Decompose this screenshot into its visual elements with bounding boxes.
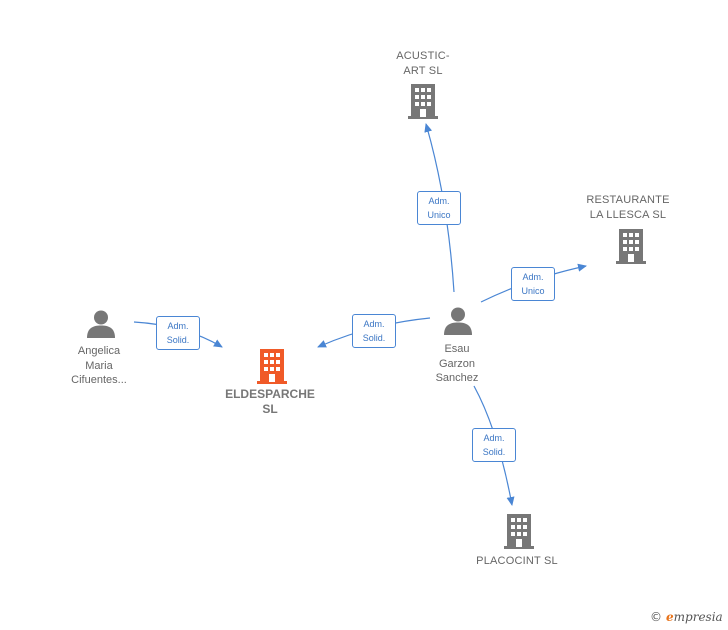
node-eldesparche-label[interactable]: ELDESPARCHE SL [225,387,315,416]
edge-label-line: Solid. [166,335,190,345]
edge-label-line: Adm. [167,321,189,331]
brand-initial: e [666,610,674,624]
edge-label-angelica-eldesparche[interactable]: Adm. Solid. [156,316,200,350]
copyright-icon: © [650,610,662,624]
empresia-logo: © empresia [650,610,723,624]
edge-label-line: Solid. [362,333,386,343]
edge-label-line: Adm. [483,433,505,443]
building-icon[interactable] [503,514,535,550]
edge-label-line: Unico [427,210,451,220]
edge-label-line: Adm. [428,196,450,206]
building-icon[interactable] [615,229,647,265]
person-icon[interactable] [86,309,116,339]
node-placocint-label[interactable]: PLACOCINT SL [476,555,558,567]
node-restaurante-label[interactable]: RESTAURANTE LA LLESCA SL [586,194,670,221]
building-icon[interactable] [407,84,439,120]
node-esau-label[interactable]: Esau Garzon Sanchez [435,343,479,384]
edge-label-line: Solid. [482,447,506,457]
edge-label-esau-restaurante[interactable]: Adm. Unico [511,267,555,301]
edge-label-line: Unico [521,286,545,296]
person-icon[interactable] [443,306,473,336]
building-icon[interactable] [256,349,288,385]
brand-name: mpresia [673,610,723,624]
edge-label-esau-acustic[interactable]: Adm. Unico [417,191,461,225]
edge-label-esau-eldesparche[interactable]: Adm. Solid. [352,314,396,348]
edge-label-line: Adm. [522,272,544,282]
node-acustic-label[interactable]: ACUSTIC- ART SL [396,50,450,77]
node-angelica-label[interactable]: Angelica Maria Cifuentes... [71,345,127,386]
edge-label-esau-placocint[interactable]: Adm. Solid. [472,428,516,462]
edge-label-line: Adm. [363,319,385,329]
